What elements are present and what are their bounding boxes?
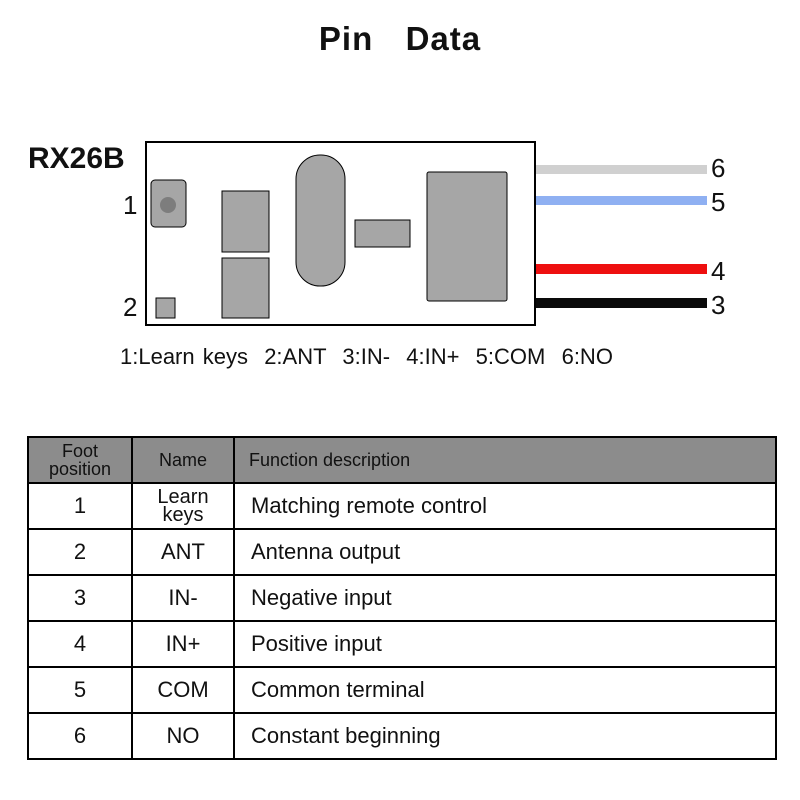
page-title: Pin Data xyxy=(318,20,482,57)
row-position: 1 xyxy=(27,482,133,530)
row-position: 2 xyxy=(27,528,133,576)
resistor-component xyxy=(354,219,411,248)
relay-component xyxy=(426,171,508,302)
row-function: Negative input xyxy=(233,574,777,622)
table-row: 4 IN+ Positive input xyxy=(27,620,777,668)
chip-lower xyxy=(221,257,270,319)
row-name: ANT xyxy=(131,528,235,576)
row-name: IN- xyxy=(131,574,235,622)
row-position: 6 xyxy=(27,712,133,760)
row-function: Constant beginning xyxy=(233,712,777,760)
table-row: 3 IN- Negative input xyxy=(27,574,777,622)
header-function: Function description xyxy=(233,436,777,484)
row-function: Common terminal xyxy=(233,666,777,714)
table-header-row: Foot position Name Function description xyxy=(27,436,777,484)
table-row: 6 NO Constant beginning xyxy=(27,712,777,760)
wire-number-5: 5 xyxy=(711,187,726,217)
row-function: Positive input xyxy=(233,620,777,668)
pin-table: Foot position Name Function description … xyxy=(27,436,777,760)
header-foot-line2: position xyxy=(48,459,112,479)
wire-5 xyxy=(535,196,707,205)
pin-number-1: 1 xyxy=(123,190,138,220)
row-name-line1: Learn xyxy=(157,486,209,508)
pin-legend: 1:Learn keys 2:ANT 3:IN- 4:IN+ 5:COM 6:N… xyxy=(120,344,613,369)
table-row: 1 Learn keys Matching remote control xyxy=(27,482,777,530)
learn-button-dot xyxy=(160,197,176,213)
row-name: IN+ xyxy=(131,620,235,668)
header-name: Name xyxy=(131,436,235,484)
pin-number-2: 2 xyxy=(123,292,138,322)
header-foot-position: Foot position xyxy=(27,436,133,484)
row-position: 5 xyxy=(27,666,133,714)
module-name: RX26B xyxy=(28,142,125,175)
wire-number-6: 6 xyxy=(711,153,726,183)
row-name: Learn keys xyxy=(131,482,235,530)
row-position: 4 xyxy=(27,620,133,668)
row-function: Matching remote control xyxy=(233,482,777,530)
crystal-component xyxy=(295,154,346,287)
wire-4 xyxy=(535,264,707,274)
row-name-line2: keys xyxy=(162,504,204,526)
row-name: NO xyxy=(131,712,235,760)
chip-upper xyxy=(221,190,270,253)
wire-6 xyxy=(535,165,707,174)
wire-number-3: 3 xyxy=(711,290,726,320)
row-function: Antenna output xyxy=(233,528,777,576)
header-foot-line1: Foot xyxy=(61,441,99,461)
module-diagram xyxy=(145,141,707,326)
row-position: 3 xyxy=(27,574,133,622)
antenna-pad xyxy=(155,297,176,319)
wire-3 xyxy=(535,298,707,308)
table-row: 5 COM Common terminal xyxy=(27,666,777,714)
wire-number-4: 4 xyxy=(711,256,726,286)
row-name: COM xyxy=(131,666,235,714)
table-row: 2 ANT Antenna output xyxy=(27,528,777,576)
